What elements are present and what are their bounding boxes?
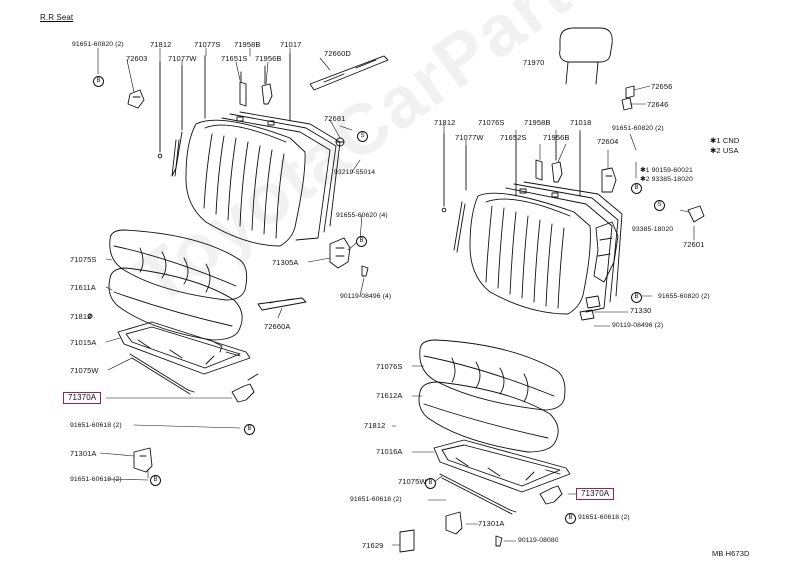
part-label[interactable]: 71076S [478,118,505,127]
part-label[interactable]: 72603 [126,54,148,63]
part-label[interactable]: 71611A [70,283,96,292]
right-hardware-drawing [399,85,705,553]
part-label[interactable]: 93219-55014 [334,169,376,176]
part-label[interactable]: 71970 [523,58,545,67]
bolt-marker-icon: B [93,76,104,87]
part-label[interactable]: 72601 [683,240,705,249]
part-label[interactable]: ✱2 93385-18020 [640,176,693,183]
part-label[interactable]: 71651S [221,54,248,63]
diagram-title: R.R Seat [40,13,74,22]
part-label[interactable]: 71812 [364,421,386,430]
seat-back-right-drawing [469,181,623,315]
part-label[interactable]: 72681 [324,114,346,123]
part-label[interactable]: 71956B [543,133,570,142]
part-label[interactable]: 91651-60820 (2) [612,125,664,132]
part-label[interactable]: 71077W [455,133,484,142]
part-label[interactable]: 71629 [362,541,384,550]
part-label[interactable]: 71016A [376,447,403,456]
part-label[interactable]: 91651-60820 (2) [72,41,124,48]
part-label[interactable]: 91651-60618 (2) [578,514,630,521]
part-label[interactable]: 72660D [324,49,351,58]
part-label[interactable]: 90119-08496 (2) [612,322,664,329]
bolt-marker-icon: B [425,478,436,489]
highlighted-part-label-left[interactable]: 71370A [63,392,102,404]
bolt-marker-icon: B [631,292,642,303]
part-label[interactable]: 72660A [264,322,291,331]
part-label[interactable]: 71812 [434,118,456,127]
screw-marker-icon: S [357,131,368,142]
seat-cushion-right-drawing [418,339,571,493]
part-label[interactable]: 91651-60618 (2) [70,476,122,483]
part-label[interactable]: 90119-08080 [518,537,559,544]
part-label[interactable]: ✱1 90159-60021 [640,167,693,174]
bolt-marker-icon: B [244,424,255,435]
diagram-code: MB H673D [712,549,750,558]
part-label[interactable]: 71075W [398,477,427,486]
leader-lines [87,47,695,546]
legend-cnd: ✱1 CND [710,136,740,145]
bolt-marker-icon: B [356,236,367,247]
part-label[interactable]: 71652S [500,133,527,142]
part-label[interactable]: 71301A [478,519,505,528]
part-label[interactable]: 72656 [651,82,673,91]
headrest-drawing [559,27,613,85]
part-label[interactable]: 71075S [70,255,97,264]
part-label[interactable]: 91655-60820 (2) [658,293,710,300]
part-label[interactable]: 71018 [570,118,592,127]
part-label[interactable]: 71077S [194,40,221,49]
part-label[interactable]: 71017 [280,40,302,49]
part-label[interactable]: 71075W [70,366,99,375]
bolt-marker-icon: B [150,475,161,486]
part-label[interactable]: 71305A [272,258,299,267]
part-label[interactable]: 71956B [255,54,282,63]
seat-cushion-left-drawing [108,229,251,375]
part-label[interactable]: 71015A [70,338,97,347]
part-label[interactable]: 71958B [234,40,261,49]
highlighted-part-label-right[interactable]: 71370A [576,488,615,500]
part-label[interactable]: 71612A [376,391,403,400]
part-label[interactable]: 91655-60620 (4) [336,212,388,219]
screw-marker-icon: S [654,200,665,211]
part-label[interactable]: 71077W [168,54,197,63]
part-label[interactable]: 71330 [630,306,652,315]
bolt-marker-icon: B [631,183,642,194]
part-label[interactable]: 90119-08496 (4) [340,293,392,300]
part-label[interactable]: 91651-60618 (2) [350,496,402,503]
part-label[interactable]: 71301A [70,449,97,458]
bolt-marker-icon: B [565,513,576,524]
seat-back-left-drawing [185,111,341,247]
part-label[interactable]: 71958B [524,118,551,127]
part-label[interactable]: 71812 [70,312,92,321]
part-label[interactable]: 91651-60618 (2) [70,422,122,429]
part-label[interactable]: 71812 [150,40,172,49]
part-label[interactable]: 71076S [376,362,403,371]
part-label[interactable]: 93385-18020 [632,226,674,233]
part-label[interactable]: 72646 [647,100,669,109]
legend-usa: ✱2 USA [710,146,739,155]
part-label[interactable]: 72604 [597,137,619,146]
left-hardware-drawing [87,53,389,473]
